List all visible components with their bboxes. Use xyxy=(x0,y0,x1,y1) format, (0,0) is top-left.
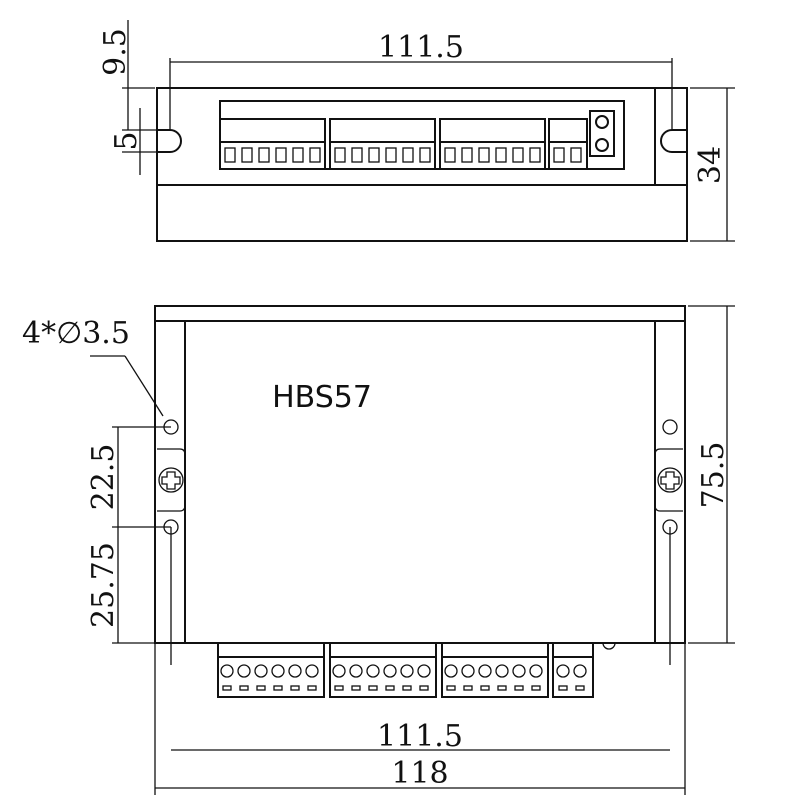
top-terminal-block-4 xyxy=(548,118,588,170)
model-label: HBS57 xyxy=(272,380,372,415)
bottom-terminal-block-2 xyxy=(329,642,437,698)
top-view: 111.5 34 9.5 5 xyxy=(98,20,735,242)
right-flange-tab xyxy=(654,448,683,512)
right-mount-slot xyxy=(660,129,687,153)
top-terminal-block-3 xyxy=(439,118,546,170)
front-view-body xyxy=(154,305,686,644)
led-indicator xyxy=(595,138,609,152)
front-height-dim: 75.5 xyxy=(696,442,731,509)
slot-offset-dim: 9.5 xyxy=(98,28,133,76)
led-indicator xyxy=(595,115,609,129)
led-housing xyxy=(589,110,615,157)
top-terminal-block-1 xyxy=(219,118,326,170)
hole-callout: 4*∅3.5 xyxy=(22,316,130,351)
top-terminal-block-2 xyxy=(329,118,436,170)
ground-screw-icon xyxy=(158,467,184,493)
hole-spacing-dim: 22.5 xyxy=(86,444,121,511)
bottom-terminal-block-3 xyxy=(441,642,549,698)
overall-width-dim: 118 xyxy=(391,756,448,791)
left-mount-slot xyxy=(157,129,182,153)
left-flange-tab xyxy=(157,448,186,512)
bottom-terminal-block-1 xyxy=(217,642,325,698)
top-width-dim: 111.5 xyxy=(378,30,464,65)
slot-width-dim: 5 xyxy=(109,131,144,150)
bottom-terminal-block-4 xyxy=(552,642,594,698)
ground-screw-icon xyxy=(657,467,683,493)
top-height-dim: 34 xyxy=(693,146,728,184)
hole-bottom-offset-dim: 25.75 xyxy=(86,542,121,628)
front-view: HBS57 xyxy=(22,305,735,795)
mount-spacing-dim: 111.5 xyxy=(377,719,463,754)
led-window xyxy=(602,642,616,650)
mount-hole xyxy=(662,419,678,435)
top-view-body xyxy=(156,87,688,242)
